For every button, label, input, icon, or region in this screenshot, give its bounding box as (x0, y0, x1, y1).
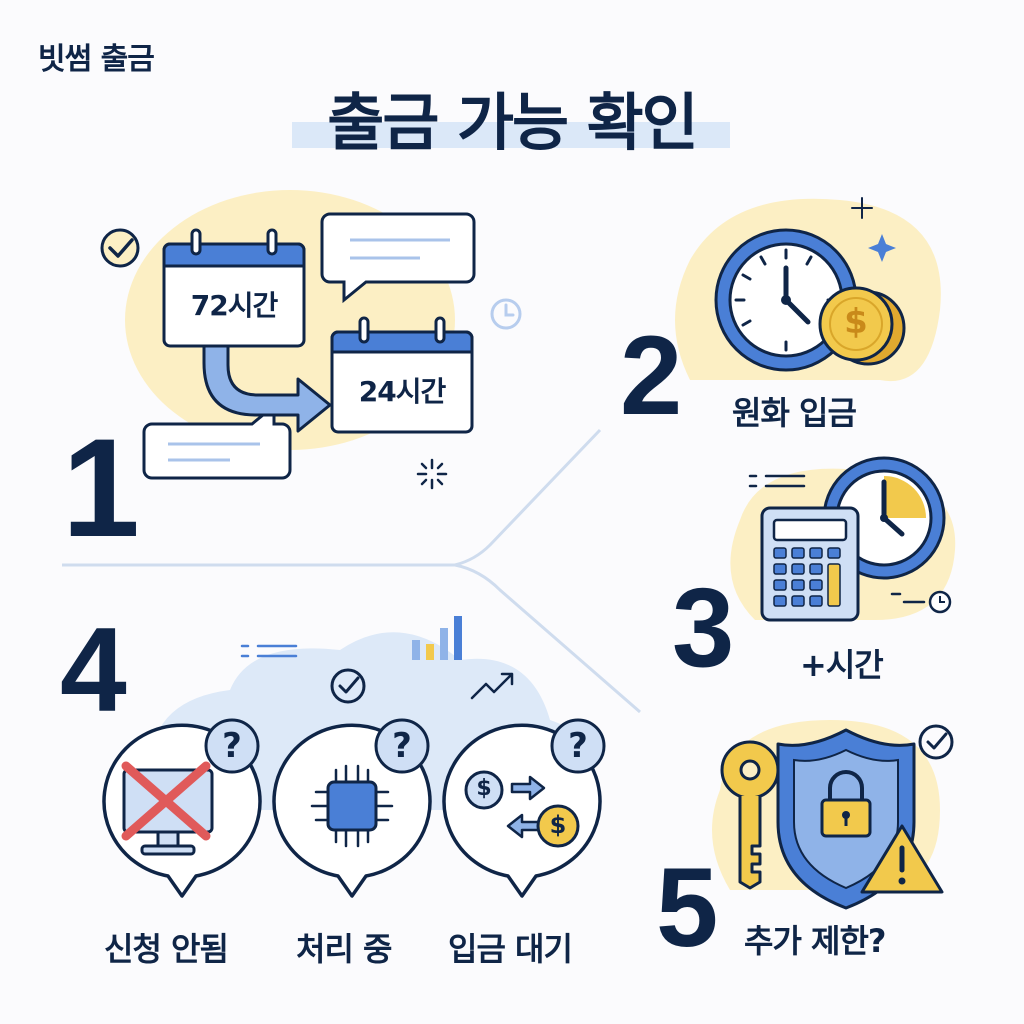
calendar-icon (330, 316, 474, 434)
question-badge-text: ? (222, 726, 242, 766)
speech-bubble-icon (442, 723, 602, 898)
step3-label: +시간 (800, 646, 884, 684)
coin-icon (818, 286, 906, 366)
clock-icon (890, 590, 952, 614)
clock-icon (490, 298, 522, 330)
coin-symbol: $ (549, 811, 567, 839)
question-badge-icon (374, 718, 430, 774)
step5-label: 추가 제한? (744, 922, 886, 960)
chat-bubble-icon (320, 212, 476, 304)
step2-label: 원화 입금 (732, 394, 857, 432)
question-badge-icon (204, 718, 260, 774)
check-circle-icon (330, 668, 366, 704)
calendar-icon (162, 228, 306, 348)
monitor-error-icon (121, 761, 214, 856)
step4-label-awaiting-deposit: 입금 대기 (448, 930, 573, 968)
question-badge-text: ? (392, 726, 412, 766)
chip-icon (310, 764, 394, 848)
question-badge-text: ? (568, 726, 588, 766)
question-badge-icon (550, 718, 606, 774)
chat-bubble-icon (142, 402, 292, 480)
calendar-to-label: 24시간 (358, 375, 447, 408)
brand-label: 빗썸 출금 (38, 42, 155, 77)
list-lines-icon (240, 644, 298, 658)
sparkle-icon (416, 458, 448, 490)
check-circle-icon (918, 724, 954, 760)
star-icon (868, 234, 896, 262)
coin-symbol: $ (476, 776, 492, 801)
warning-icon (860, 824, 944, 894)
clock-icon (714, 228, 858, 372)
step1-number: 1 (62, 409, 140, 566)
step4-label-processing: 처리 중 (296, 930, 392, 968)
step2-number: 2 (620, 313, 683, 438)
calendar-from-label: 72시간 (190, 289, 279, 322)
lock-icon (820, 770, 872, 838)
list-lines-icon (748, 474, 806, 488)
calculator-icon (760, 506, 860, 622)
exchange-icon (464, 770, 580, 848)
sparkle-icon (851, 197, 873, 219)
trend-up-icon (470, 672, 514, 700)
coin-symbol: $ (844, 302, 868, 342)
title-highlight (292, 122, 730, 148)
bar-chart-icon (412, 616, 462, 660)
step4-number: 4 (60, 603, 127, 737)
step5-number: 5 (656, 845, 719, 970)
step3-number: 3 (672, 565, 735, 690)
page-title: 출금 가능 확인 (327, 86, 698, 159)
step4-label-not-requested: 신청 안됨 (104, 930, 229, 968)
